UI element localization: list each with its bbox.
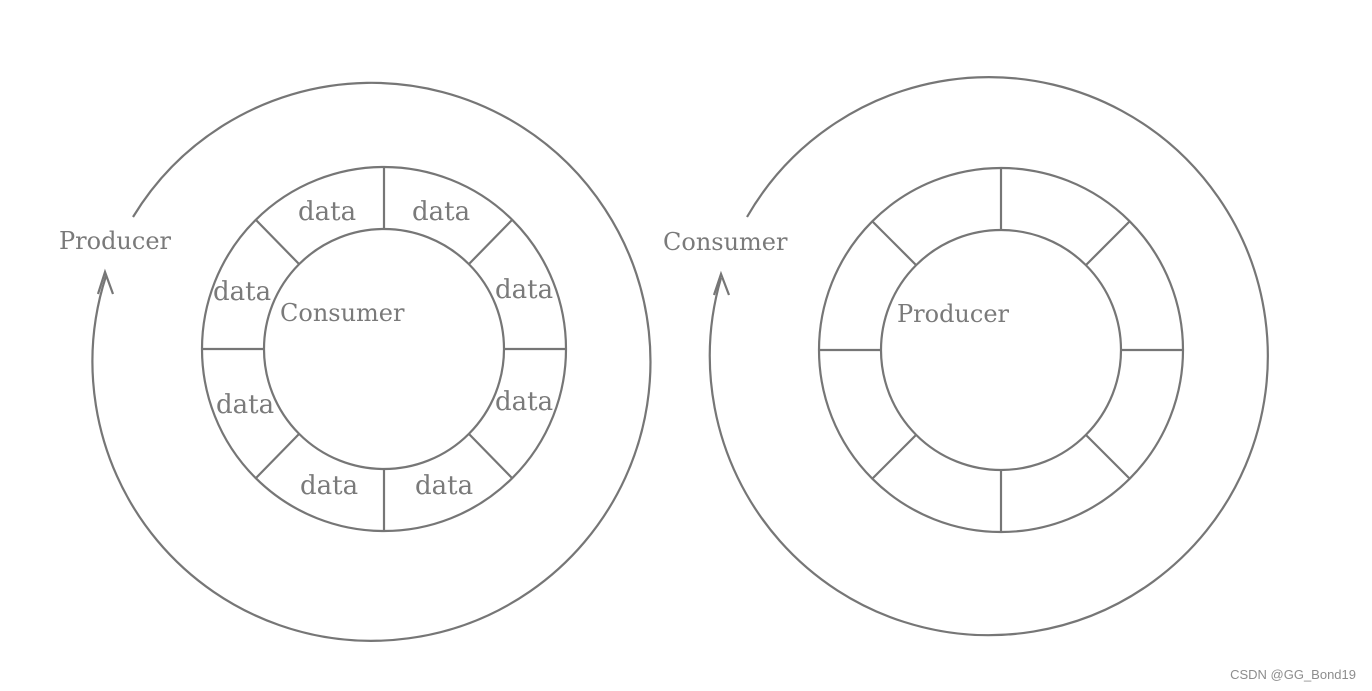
watermark: CSDN @GG_Bond19 — [1230, 667, 1356, 682]
inner-label: Producer — [897, 300, 1010, 328]
outer-label: Consumer — [663, 228, 788, 256]
ring-inner-circle — [262, 227, 506, 471]
outer-cycle-arrow — [91, 81, 652, 642]
inner-label: Consumer — [280, 299, 405, 327]
arrow-head-icon — [712, 270, 731, 296]
ring-cell: data — [412, 197, 470, 227]
ring-cell: data — [216, 390, 274, 420]
ring-dividers — [819, 168, 1183, 532]
outer-label: Producer — [59, 227, 172, 255]
diagram-left: Producer data data data data data data d… — [59, 81, 652, 642]
ring-inner-circle — [879, 228, 1123, 472]
ring-cell: data — [298, 197, 356, 227]
ring-dividers — [202, 167, 566, 531]
ring-cell: data — [415, 471, 473, 501]
ring-cell: data — [495, 275, 553, 305]
ring-cell: data — [300, 471, 358, 501]
outer-cycle-arrow — [708, 76, 1269, 637]
arrow-head-icon — [96, 268, 115, 295]
ring-cell: data — [213, 277, 271, 307]
diagram-right: Consumer Producer — [663, 76, 1269, 637]
ring-cell: data — [495, 387, 553, 417]
